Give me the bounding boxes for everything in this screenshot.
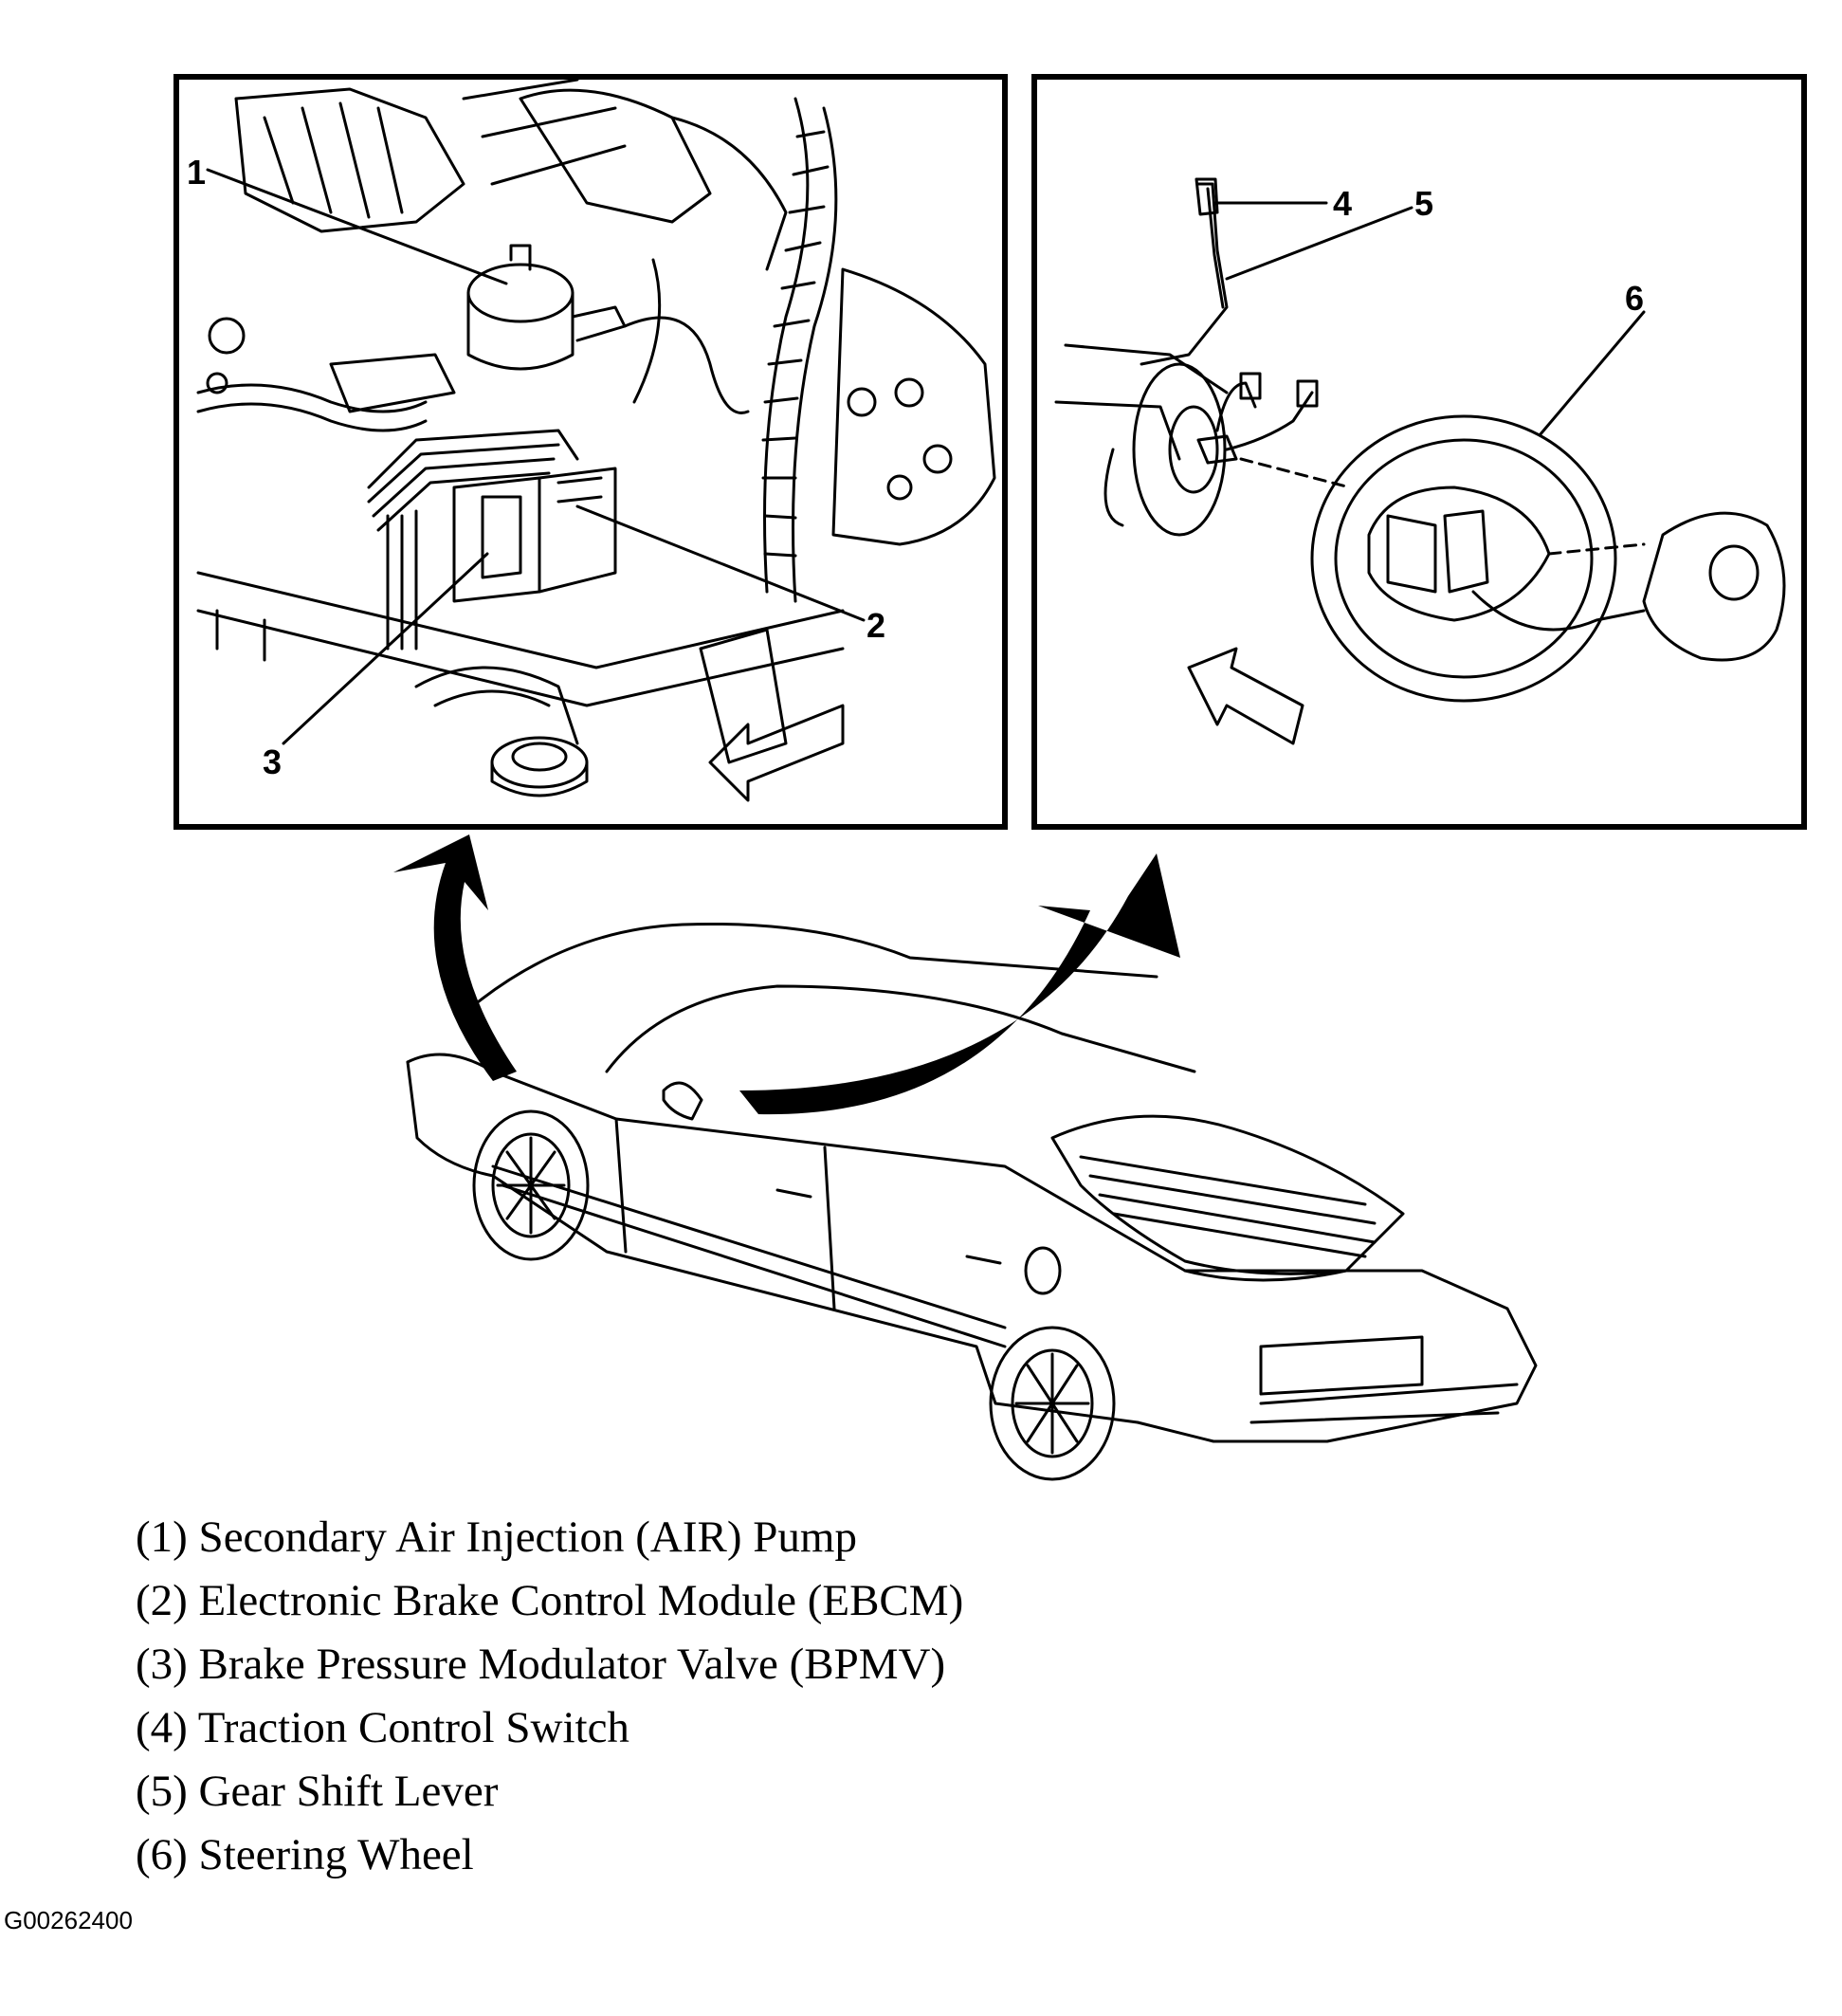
trunk-lid [1183, 1269, 1424, 1396]
cylinder-fins [263, 101, 404, 219]
leader-line-1 [206, 168, 508, 285]
legend-item: (3) Brake Pressure Modulator Valve (BPMV… [136, 1640, 946, 1689]
fuel-door [1024, 1246, 1062, 1295]
cross-member [414, 666, 579, 745]
leader-line-5 [1225, 206, 1413, 281]
leader-line-6 [1538, 310, 1646, 437]
transmission-housing [831, 267, 996, 546]
hub-wiring [1386, 509, 1489, 594]
bolt-hole [894, 377, 924, 408]
rear-bumper [1249, 1383, 1519, 1424]
traction-control-switch [1195, 177, 1219, 216]
callout-6: 6 [1625, 279, 1644, 318]
engine-compartment-drawing: 1 2 3 [187, 80, 996, 802]
bpmv-face [481, 495, 522, 579]
air-pump-nozzle [509, 244, 532, 271]
gear-shift-lever-edge [1206, 187, 1225, 309]
bolt-hole [922, 444, 953, 474]
column-wires [1215, 381, 1314, 451]
callout-5: 5 [1414, 184, 1433, 223]
body-side-upper [406, 1053, 1538, 1443]
door-handles [775, 1188, 1002, 1265]
ebcm-body [538, 467, 617, 594]
door-lines [614, 1117, 836, 1310]
mount-bushing-side [490, 761, 589, 797]
steering-column [1054, 343, 1229, 527]
front-wheel-hub [491, 1132, 571, 1238]
fitting [208, 317, 246, 355]
front-wheel [472, 1109, 590, 1261]
mount-bushing-inner [511, 742, 568, 772]
body-side-molding [491, 1164, 1007, 1329]
steering-wheel-rim [1310, 414, 1617, 703]
side-mirror [662, 1081, 703, 1121]
vehicle-overview-drawing [393, 834, 1538, 1481]
legend-item: (2) Electronic Brake Control Module (EBC… [136, 1576, 964, 1625]
column-flange [1132, 362, 1227, 537]
figure-id: G00262400 [4, 1906, 133, 1934]
vehicle-body [406, 922, 1538, 1481]
column-connector [1196, 434, 1238, 465]
leader-line-2 [575, 504, 866, 622]
legend-item: (5) Gear Shift Lever [136, 1767, 499, 1816]
engine-block-outline [234, 87, 465, 233]
gear-shift-lever [1140, 182, 1229, 366]
harness-wraps [761, 130, 830, 558]
steering-column-panel: 4 5 6 [1031, 74, 1807, 830]
bolt-hole [886, 474, 913, 501]
callout-2: 2 [866, 606, 885, 645]
bolt-hole [847, 387, 877, 417]
air-pump-body [466, 291, 574, 371]
wire-plug [1239, 372, 1262, 400]
roof-rear-line [605, 984, 1196, 1073]
rear-defroster-lines [1079, 1155, 1377, 1258]
frame-rail-detail [215, 609, 266, 662]
fitting [206, 372, 228, 394]
ebcm-connector [556, 476, 603, 504]
body-side-lower [406, 1060, 1140, 1424]
legend-item: (4) Traction Control Switch [136, 1703, 629, 1752]
right-callout-arrow [739, 853, 1180, 1115]
front-wheel-spokes [496, 1136, 566, 1235]
frame-rail [196, 571, 845, 707]
bracket-line [632, 258, 662, 404]
callout-3: 3 [263, 742, 282, 781]
steering-column-drawing: 4 5 6 [1054, 177, 1786, 745]
legend-item: (6) Steering Wheel [136, 1830, 474, 1879]
rear-wheel-hub [1011, 1348, 1094, 1458]
mount-bracket [699, 628, 788, 764]
airbag-alignment-line [1547, 542, 1646, 556]
intake-manifold [519, 88, 712, 224]
airbag-wire [1471, 590, 1646, 632]
front-direction-arrow [708, 704, 845, 802]
airbag-module [1642, 511, 1786, 662]
brake-lines [367, 429, 579, 532]
callout-4: 4 [1333, 184, 1352, 223]
intake-lines [462, 80, 627, 186]
roof-line [472, 922, 1158, 1007]
leader-line-3 [282, 552, 489, 745]
hose-upper [670, 116, 788, 271]
rear-window [1050, 1114, 1405, 1275]
alignment-line [1239, 457, 1352, 489]
starter-motor [329, 353, 456, 413]
legend-item: (1) Secondary Air Injection (AIR) Pump [136, 1512, 857, 1562]
wire-harness-vertical [763, 97, 838, 603]
rear-wheel-spokes [1014, 1352, 1090, 1455]
air-pump-outlet [571, 305, 627, 342]
body-side-molding-lower [501, 1183, 1007, 1348]
column-hub [1168, 405, 1219, 494]
left-callout-arrow [393, 834, 517, 1081]
engine-compartment-panel: 1 2 3 [173, 74, 1008, 830]
wire-plug [1296, 379, 1319, 408]
front-direction-arrow [1187, 647, 1304, 745]
component-legend: (1) Secondary Air Injection (AIR) Pump (… [136, 1506, 963, 1887]
callout-1: 1 [187, 153, 206, 192]
rear-wheel [989, 1326, 1116, 1481]
wire-harness-left [196, 383, 428, 432]
airbag-emblem [1708, 544, 1760, 601]
pump-hose [623, 316, 750, 414]
steering-wheel-rim-inner [1334, 438, 1594, 679]
